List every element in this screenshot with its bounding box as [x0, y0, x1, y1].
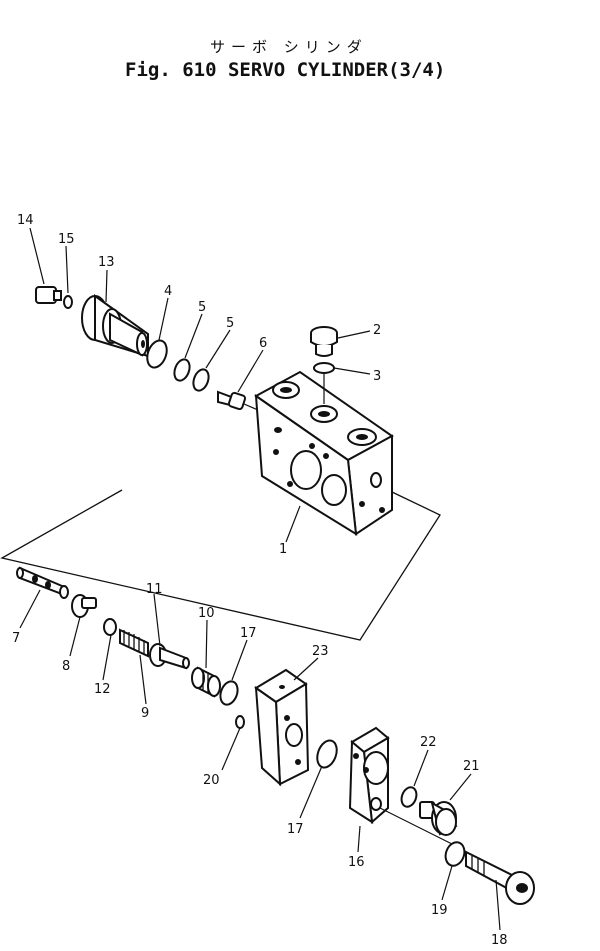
part-23-block [254, 668, 310, 787]
callout-1: 1 [279, 542, 287, 557]
part-22-o-ring [400, 786, 418, 808]
callout-numbers: 14 15 13 4 5 5 6 2 3 1 7 8 12 9 11 10 17… [12, 213, 508, 948]
callout-10: 10 [198, 606, 215, 621]
part-6-nipple [217, 390, 259, 411]
callout-21: 21 [463, 759, 480, 774]
callout-5-a: 5 [198, 300, 206, 315]
leader-lines [19, 227, 501, 931]
part-1-valve-body [254, 370, 394, 536]
part-3-o-ring [313, 362, 335, 374]
part-9-spring [119, 628, 149, 658]
callout-23: 23 [312, 644, 329, 659]
part-18-cap-screw [465, 850, 535, 905]
callout-6: 6 [259, 336, 267, 351]
callout-8: 8 [62, 659, 70, 674]
callout-18: 18 [491, 933, 508, 948]
callout-14: 14 [17, 213, 34, 228]
callout-4: 4 [164, 284, 172, 299]
callout-20: 20 [203, 773, 220, 788]
callout-3: 3 [373, 369, 381, 384]
callout-12: 12 [94, 682, 111, 697]
part-2-plug [310, 326, 338, 357]
part-12-washer [103, 618, 117, 636]
part-20-o-ring [235, 715, 245, 729]
part-5-o-ring-a [173, 358, 191, 382]
callout-19: 19 [431, 903, 448, 918]
callout-17-a: 17 [240, 626, 257, 641]
callout-22: 22 [420, 735, 437, 750]
part-19-washer [444, 841, 466, 867]
part-13-sleeve [81, 294, 149, 358]
part-21-plug [419, 800, 458, 836]
part-16-cover [348, 726, 457, 847]
part-15-o-ring [63, 295, 73, 309]
callout-15: 15 [58, 232, 75, 247]
part-17-o-ring-a [219, 680, 239, 706]
japanese-title: サーボ シリンダ [210, 38, 368, 56]
callout-17-b: 17 [287, 822, 304, 837]
part-17-o-ring-b [316, 739, 338, 769]
callout-16: 16 [348, 855, 365, 870]
figure-title: Fig. 610 SERVO CYLINDER(3/4) [125, 59, 445, 81]
callout-2: 2 [373, 323, 381, 338]
part-14-plug [35, 286, 62, 304]
part-5-o-ring-b [192, 368, 210, 392]
callout-11: 11 [146, 582, 163, 597]
assembly-outline [0, 489, 441, 641]
callout-7: 7 [12, 631, 20, 646]
part-4-o-ring [146, 339, 168, 369]
part-7-spool [16, 566, 69, 599]
part-10-cap [191, 666, 221, 698]
part-8-retainer [71, 594, 97, 618]
callout-9: 9 [141, 706, 149, 721]
part-11-piston [149, 643, 190, 670]
callout-13: 13 [98, 255, 115, 270]
callout-5-b: 5 [226, 316, 234, 331]
